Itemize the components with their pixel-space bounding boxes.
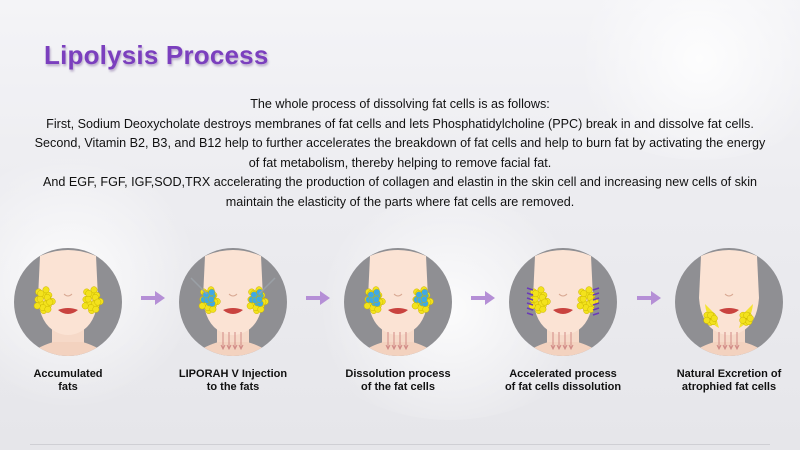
arrow-right-icon <box>141 291 165 305</box>
face-icon <box>344 248 452 356</box>
bottom-divider <box>30 444 770 445</box>
description: The whole process of dissolving fat cell… <box>30 95 770 213</box>
page-title: Lipolysis Process <box>44 40 269 70</box>
face-icon <box>509 248 617 356</box>
face-icon <box>179 248 287 356</box>
arrow-right-icon <box>637 291 661 305</box>
face-icon <box>675 248 783 356</box>
face-icon <box>14 248 122 356</box>
paragraph-first: First, Sodium Deoxycholate destroys memb… <box>46 116 754 131</box>
paragraph-intro: The whole process of dissolving fat cell… <box>250 97 550 111</box>
paragraph-second: Second, Vitamin B2, B3, and B12 help to … <box>34 136 766 170</box>
arrow-right-icon <box>306 291 330 305</box>
arrow-right-icon <box>471 291 495 305</box>
paragraph-third: And EGF, FGF, IGF,SOD,TRX accelerating t… <box>43 175 757 209</box>
